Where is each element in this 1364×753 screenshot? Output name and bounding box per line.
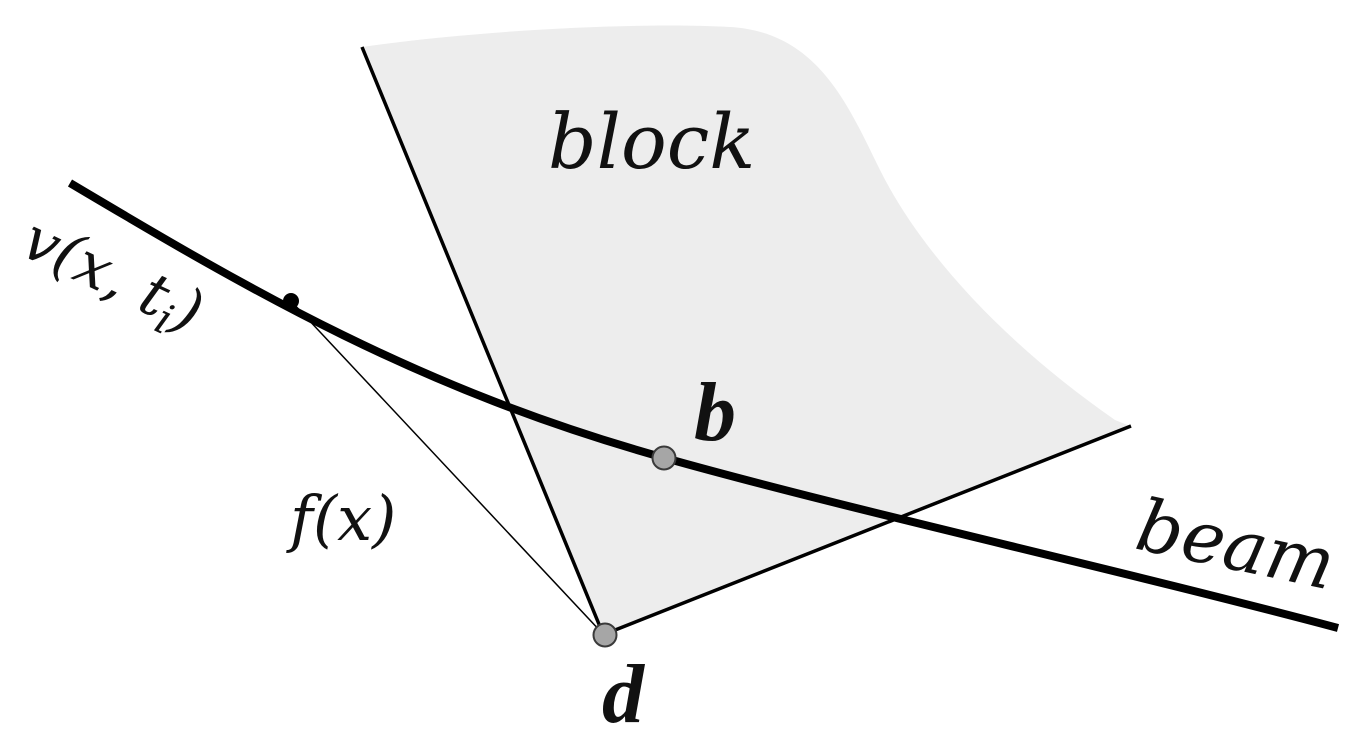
beam-function-label: v(x, ti): [9, 204, 214, 354]
point-b-label: b: [694, 366, 736, 459]
beam-point: [283, 293, 299, 309]
block-bottom-edge: [604, 424, 1132, 636]
gap-function-label: f(x): [286, 482, 396, 555]
point-d-marker: [592, 622, 618, 648]
block-region: [362, 25, 1130, 637]
beam-function-text: v(x, t: [12, 204, 181, 333]
gap-line: [290, 300, 604, 635]
beam-label: beam: [1129, 482, 1342, 606]
point-d-label: d: [602, 648, 646, 741]
point-b-marker: [651, 445, 677, 471]
block-label: block: [548, 97, 755, 186]
svg-text:v(x, ti): v(x, ti): [9, 204, 214, 354]
block-left-edge: [360, 46, 605, 635]
